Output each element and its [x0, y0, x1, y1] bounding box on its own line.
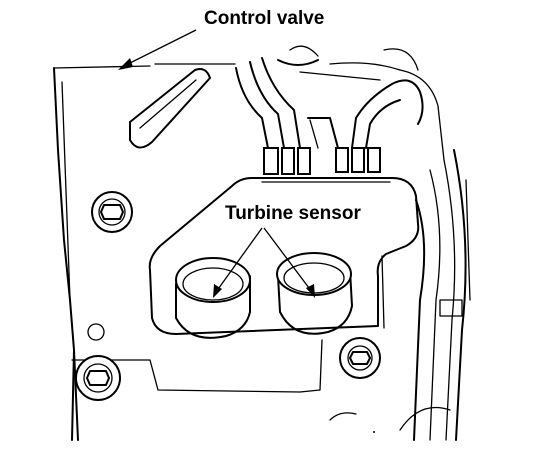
wire-connectors: [263, 147, 381, 175]
sensor-mounting-plate: [148, 177, 420, 335]
bolt-lower-left: [75, 355, 121, 401]
turbine-sensor-left: [175, 257, 251, 339]
control-valve-label: Control valve: [204, 8, 325, 29]
speck: [373, 431, 375, 433]
bolt-upper-left: [91, 191, 133, 233]
valve-body-right-side: [329, 149, 471, 441]
bolt-lower-center: [339, 337, 381, 379]
valve-slot: [129, 68, 211, 149]
control-valve-leader: [118, 29, 197, 70]
turbine-sensor-leaders: [213, 227, 315, 298]
turbine-sensor-label: Turbine sensor: [225, 203, 361, 224]
bolt-lower-left-small: [87, 323, 105, 341]
sensor-wiring-harness: [235, 45, 445, 161]
